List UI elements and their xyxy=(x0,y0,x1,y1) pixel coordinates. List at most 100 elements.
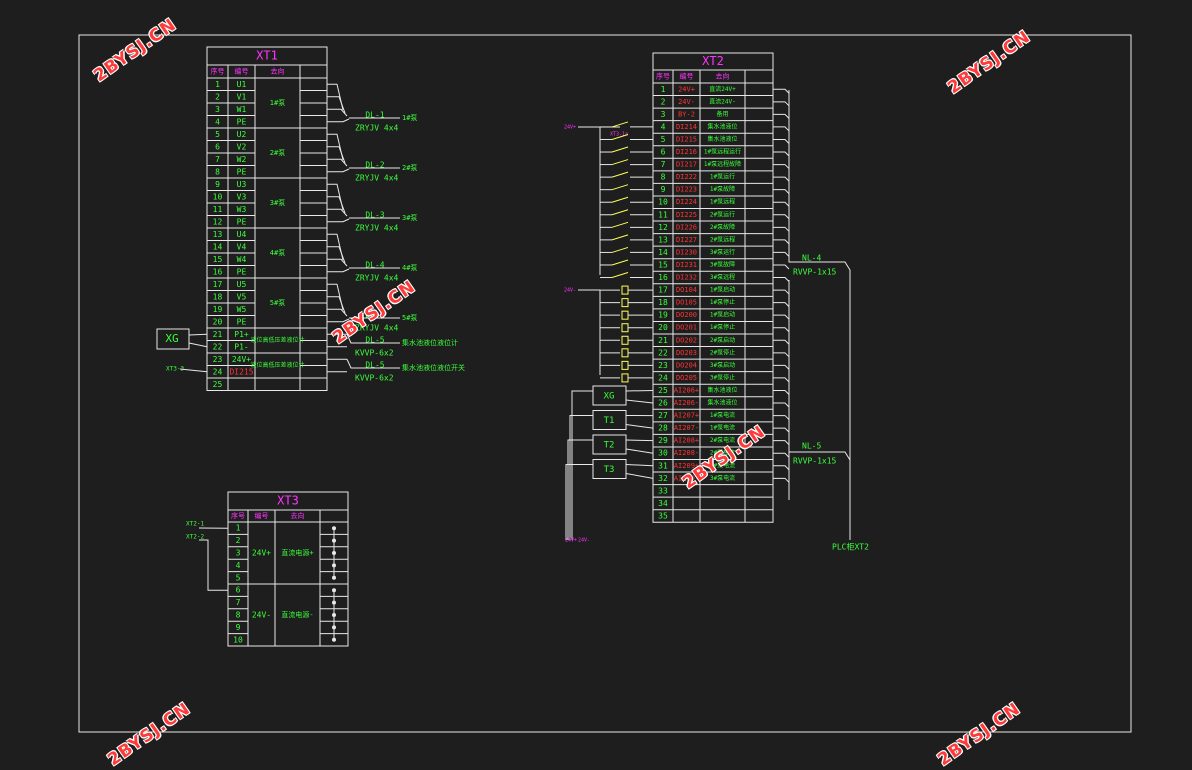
xt3-group-code: 24V+ xyxy=(252,549,271,558)
xt3-row-number: 9 xyxy=(236,623,241,632)
xt1-header: 序号 xyxy=(211,67,225,76)
xt2-row-code: DI216 xyxy=(676,148,697,156)
xt2-cable-type: RVVP-1x15 xyxy=(793,457,837,466)
xt1-row-number: 24 xyxy=(213,367,223,376)
xt2-row-code: DI227 xyxy=(676,236,697,244)
xt2-row-number: 16 xyxy=(658,273,668,282)
xt3-row-number: 8 xyxy=(236,611,241,620)
xt3-row-number: 2 xyxy=(236,536,241,545)
xt1-row-number: 16 xyxy=(213,267,223,276)
xt1-desc: 液位高低压差液位计 xyxy=(250,361,304,369)
xt1-header: 去向 xyxy=(271,67,285,76)
xt1-cable-dest: 集水池液位液位开关 xyxy=(402,363,465,372)
xt1-row-code: W1 xyxy=(237,105,247,114)
xt2-row-desc: 1#泵远程运行 xyxy=(704,148,741,156)
xt2-row-code: AI207+ xyxy=(674,412,699,420)
xt1-row-code: PE xyxy=(237,117,247,126)
xt2-row-number: 8 xyxy=(661,173,666,182)
xg-label: XG xyxy=(165,332,178,345)
xt2-row-desc: 1#泵故障 xyxy=(710,185,735,193)
xt2-row-number: 24 xyxy=(658,373,668,382)
xt3-row-number: 3 xyxy=(236,549,241,558)
xt1-cable-dest: 4#泵 xyxy=(402,264,417,272)
xt2-row-number: 7 xyxy=(661,160,666,169)
xt2-row-desc: 2#泵远程 xyxy=(710,235,735,243)
xt2-row-number: 12 xyxy=(658,223,668,232)
xt2-row-desc: 3#泵启动 xyxy=(710,361,735,369)
xt2-row-number: 9 xyxy=(661,185,666,194)
xt2-row-code: 24V+ xyxy=(678,85,695,93)
xt2-left-label: 24V+ xyxy=(564,125,576,131)
xt2-row-code: DO104 xyxy=(676,286,697,294)
xt2-row-number: 20 xyxy=(658,323,668,332)
xt3-group-desc: 直流电源+ xyxy=(281,548,313,557)
xt1-row-number: 9 xyxy=(215,180,220,189)
xt2-row-code: DI230 xyxy=(676,248,697,256)
xt1-row-number: 13 xyxy=(213,230,223,239)
xt1-row-code: U4 xyxy=(237,230,247,239)
xt2-row-code: DO201 xyxy=(676,324,697,332)
xt1-header: 编号 xyxy=(235,67,249,76)
xt2-row-number: 3 xyxy=(661,110,666,119)
xt2-row-number: 25 xyxy=(658,386,668,395)
xt1-group-label: 1#泵 xyxy=(270,99,285,107)
xt1-cable-name: DL-1 xyxy=(365,111,384,120)
xt1-row-code: W5 xyxy=(237,305,247,314)
xt1-row-code: PE xyxy=(237,217,247,226)
xt2-row-number: 18 xyxy=(658,298,668,307)
xt1-cable-name: DL-2 xyxy=(365,161,384,170)
xt1-row-number: 20 xyxy=(213,317,223,326)
xt1-row-number: 5 xyxy=(215,130,220,139)
device-label: T1 xyxy=(604,416,615,426)
plc-label: PLC柜XT2 xyxy=(832,542,869,552)
xt2-left-label: 24V- xyxy=(564,288,576,294)
xt2-row-number: 21 xyxy=(658,336,668,345)
xt2-row-number: 26 xyxy=(658,399,668,408)
xt1-cable-dest: 集水池液位液位计 xyxy=(402,338,458,347)
xt2-row-code: DO105 xyxy=(676,299,697,307)
xt2-row-code: DO200 xyxy=(676,311,697,319)
xt2-row-number: 5 xyxy=(661,135,666,144)
xt1-cable-dest: 1#泵 xyxy=(402,114,417,122)
xt2-row-code: AI207- xyxy=(674,424,699,432)
xt2-row-number: 22 xyxy=(658,348,668,357)
xt2-row-number: 29 xyxy=(658,436,668,445)
xt1-row-number: 15 xyxy=(213,255,223,264)
xt1-row-code: U1 xyxy=(237,80,247,89)
xt1-row-code: V2 xyxy=(237,142,247,151)
xt2-left-label: XT3-1a xyxy=(610,132,628,138)
device-label: T2 xyxy=(604,441,615,451)
xt1-group-label: 2#泵 xyxy=(270,149,285,157)
xt1-row-number: 21 xyxy=(213,330,223,339)
xt1-row-code: U5 xyxy=(237,280,247,289)
xt2-row-desc: 集水池液位 xyxy=(707,386,737,394)
xt2-title: XT2 xyxy=(702,54,724,68)
xt3-header: 编号 xyxy=(255,511,269,520)
xt1-cable-type: ZRYJV 4x4 xyxy=(355,274,399,283)
xt2-row-code: DI223 xyxy=(676,186,697,194)
xt2-row-code: DO203 xyxy=(676,349,697,357)
xt2-row-code: DI215 xyxy=(676,135,697,143)
xt2-cable-type: RVVP-1x15 xyxy=(793,268,837,277)
xt2-row-number: 28 xyxy=(658,424,668,433)
xt2-row-number: 14 xyxy=(658,248,668,257)
xt2-row-number: 27 xyxy=(658,411,668,420)
xt1-row-code: P1+ xyxy=(234,330,249,339)
xt1-row-code: W4 xyxy=(237,255,247,264)
xt3-group-code: 24V- xyxy=(252,611,271,620)
xt1-row-number: 17 xyxy=(213,280,223,289)
xt1-row-code: P1- xyxy=(234,342,248,351)
xt1-group-label: 3#泵 xyxy=(270,199,285,207)
xt1-desc: 液位高低压差液位计 xyxy=(250,336,304,344)
xt2-row-number: 2 xyxy=(661,97,666,106)
xt2-row-number: 34 xyxy=(658,499,668,508)
xt3-row-number: 5 xyxy=(236,573,241,582)
xt2-row-code: AI206+ xyxy=(674,386,699,394)
xt3-header: 序号 xyxy=(231,511,245,520)
xt2-row-desc: 1#泵电流 xyxy=(710,411,735,419)
xt1-row-code: PE xyxy=(237,317,247,326)
xt1-group-label: 5#泵 xyxy=(270,299,285,307)
xt1-row-number: 10 xyxy=(213,192,223,201)
xt1-cable-type: KVVP-6x2 xyxy=(355,349,394,358)
xt3-row-number: 10 xyxy=(233,635,243,644)
